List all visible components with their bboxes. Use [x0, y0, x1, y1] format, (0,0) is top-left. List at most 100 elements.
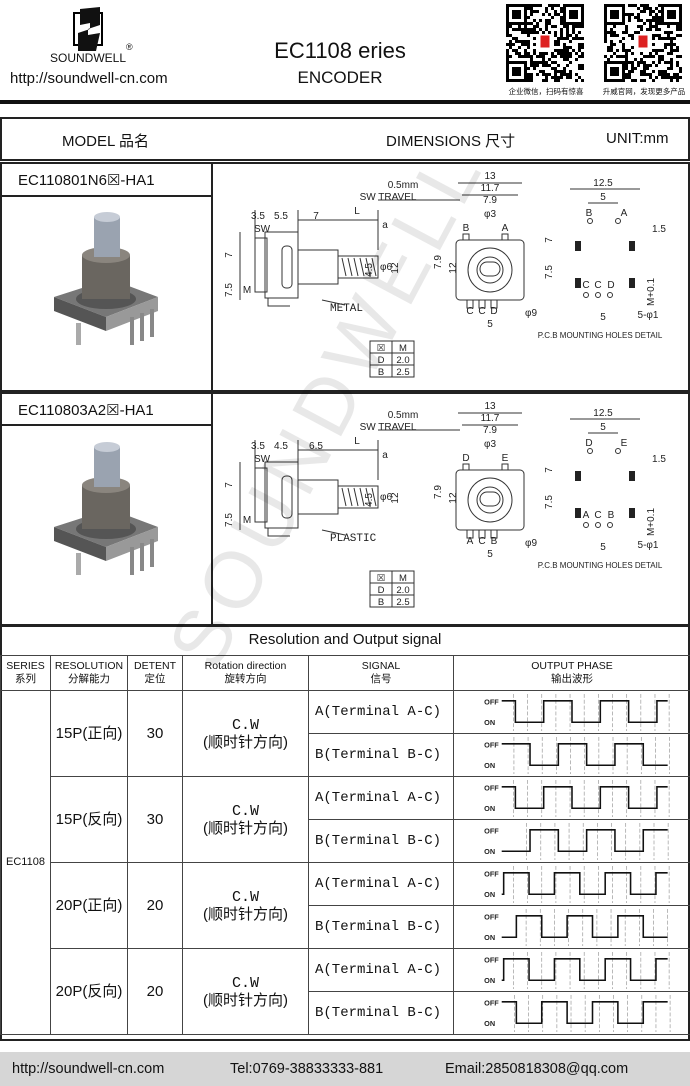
dimension-label: 7: [544, 237, 555, 243]
dimension-label: L: [354, 436, 360, 447]
dimensions-header: DIMENSIONS 尺寸: [386, 133, 516, 150]
qr-code-wechat[interactable]: [506, 4, 584, 82]
footer-url[interactable]: http://soundwell-cn.com: [12, 1061, 165, 1077]
resolution-cell: 15P(正向): [50, 690, 128, 777]
model-divider-1: [0, 195, 212, 197]
square-wave: [501, 1000, 668, 1024]
resolution-cell: 20P(正向): [50, 862, 128, 949]
dimension-label: 7: [224, 252, 235, 258]
dimension-label: 7: [224, 482, 235, 488]
dimension-label: 4.5: [364, 263, 375, 277]
signal-cell: B(Terminal B-C): [308, 905, 454, 949]
shaft-material-label: METAL: [330, 303, 363, 315]
detent-cell: 20: [127, 862, 183, 949]
table-row: B(Terminal B-C) OFF ON: [1, 905, 690, 949]
off-label: OFF: [484, 912, 499, 921]
option-table-cell: ☒: [377, 343, 386, 354]
rotation-cell: C.W(顺时针方向): [182, 690, 309, 777]
rotation-cell: C.W(顺时针方向): [182, 948, 309, 1035]
section-divider: [211, 162, 213, 626]
dimension-label: 5: [600, 192, 606, 203]
on-label: ON: [484, 890, 495, 899]
rotation-cell: C.W(顺时针方向): [182, 862, 309, 949]
dimension-label: 12.5: [593, 408, 613, 419]
off-label: OFF: [484, 740, 499, 749]
model-divider-2: [0, 424, 212, 426]
dimension-label: M: [243, 515, 251, 526]
footer-tel: Tel:0769-38833333-881: [230, 1061, 384, 1077]
dimension-label: 5: [487, 319, 493, 330]
off-label: OFF: [484, 826, 499, 835]
qr2-caption: 升威官网，发现更多产品: [602, 87, 686, 96]
dimension-label: B: [608, 510, 615, 521]
model-header: MODEL 品名: [62, 133, 149, 150]
option-table-cell: 2.0: [396, 585, 409, 596]
phase-cell: OFF ON: [453, 862, 690, 906]
series-cell: EC1108: [0, 690, 51, 1035]
dimension-label: φ3: [484, 439, 496, 450]
dimension-label: 0.5mm: [388, 410, 419, 421]
product-section-1: [0, 162, 690, 392]
square-wave: [501, 828, 668, 852]
dimension-label: 5-φ1: [638, 310, 659, 321]
on-label: ON: [484, 718, 495, 727]
phase-cell: OFF ON: [453, 690, 690, 734]
unit-label: UNIT:mm: [606, 130, 669, 147]
qr1-caption: 企业微信，扫码有惊喜: [508, 87, 584, 96]
dimension-label: 3.5: [251, 211, 265, 222]
dimension-label: 5.5: [274, 211, 288, 222]
dimension-label: 5: [600, 312, 606, 323]
signal-cell: A(Terminal A-C): [308, 862, 454, 906]
dimension-label: φ9: [525, 538, 537, 549]
product-model-2: EC110803A2☒-HA1: [18, 402, 154, 419]
dimension-label: A: [502, 223, 509, 234]
off-label: OFF: [484, 955, 499, 964]
dimension-label: a: [382, 220, 388, 231]
footer: [0, 1052, 690, 1086]
option-table-cell: 2.0: [396, 355, 409, 366]
dimension-label: D: [607, 280, 614, 291]
on-label: ON: [484, 804, 495, 813]
option-table-cell: B: [378, 367, 384, 378]
dimension-label: 5: [600, 542, 606, 553]
dimension-label: C: [594, 280, 601, 291]
on-label: ON: [484, 933, 495, 942]
header-url[interactable]: http://soundwell-cn.com: [10, 70, 168, 87]
option-table-cell: M: [399, 343, 407, 354]
dimension-label: 7.9: [483, 195, 497, 206]
dimension-label: 7.5: [544, 495, 555, 509]
footer-email[interactable]: Email:2850818308@qq.com: [445, 1061, 629, 1077]
qr-code-website[interactable]: [604, 4, 682, 82]
dimension-label: 7: [313, 211, 319, 222]
dimension-label: 1.5: [652, 224, 666, 235]
dimension-label: A: [621, 208, 628, 219]
square-wave: [501, 742, 668, 766]
dimension-label: B: [586, 208, 593, 219]
dimension-label: M: [243, 285, 251, 296]
dimension-label: L: [354, 206, 360, 217]
dimension-label: 5: [487, 549, 493, 560]
square-wave: [501, 785, 668, 809]
dimension-label: M+0.1: [646, 508, 657, 537]
waveform: OFF ON: [484, 908, 669, 946]
off-label: OFF: [484, 697, 499, 706]
columns-header: [0, 117, 690, 161]
dimension-label: 7.5: [224, 513, 235, 527]
dimension-label: P.C.B MOUNTING HOLES DETAIL: [538, 561, 663, 570]
detent-cell: 30: [127, 690, 183, 777]
option-table-cell: D: [378, 355, 385, 366]
waveform: OFF ON: [484, 693, 670, 731]
signal-cell: A(Terminal A-C): [308, 690, 454, 734]
dimension-label: 12: [390, 262, 401, 274]
square-wave: [501, 914, 668, 938]
dimension-label: 5-φ1: [638, 540, 659, 551]
off-label: OFF: [484, 869, 499, 878]
